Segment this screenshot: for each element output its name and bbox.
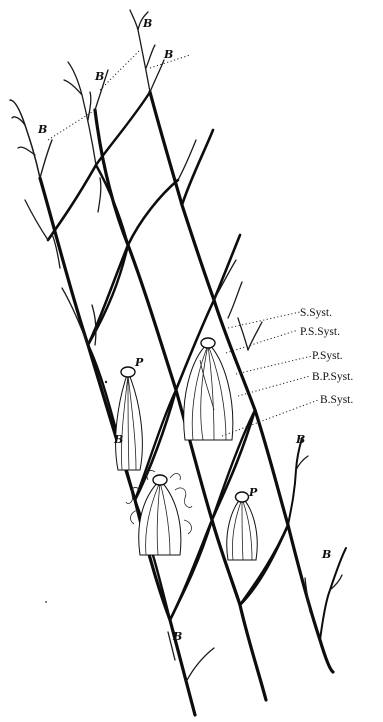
upper-twigs [10, 10, 242, 345]
system-label-s: S.Syst. [300, 307, 332, 319]
b-label-5: B [113, 433, 123, 446]
system-label-p: P.Syst. [312, 350, 343, 362]
b-label-7: B [321, 548, 331, 561]
b-label-4: B [37, 123, 47, 136]
polyp-head-center [201, 338, 215, 348]
system-label-bp: B.P.Syst. [312, 371, 353, 383]
system-labels: S.Syst. P.S.Syst. P.Syst. B.P.Syst. B.Sy… [300, 307, 353, 406]
polyp-head-left [121, 367, 135, 377]
polyp-head-lower-right [236, 492, 249, 502]
b-label-6: B [295, 433, 305, 446]
b-labels: B B B B B B B B B [37, 17, 331, 643]
p-label-2: P [248, 486, 258, 499]
b-label-8: B [172, 630, 182, 643]
p-label-1: P [134, 356, 144, 369]
b-label-3: B [94, 70, 104, 83]
b-label-1: B [142, 17, 152, 30]
polyp-lower-right [227, 492, 257, 560]
polyp-lower-left [126, 470, 192, 555]
specks [45, 381, 107, 603]
b-label-2: B [163, 48, 173, 61]
polyp-head-lower-left [153, 475, 167, 485]
polyp-left [116, 367, 143, 470]
system-label-b: B.Syst. [320, 394, 353, 406]
system-label-ps: P.S.Syst. [300, 326, 340, 338]
